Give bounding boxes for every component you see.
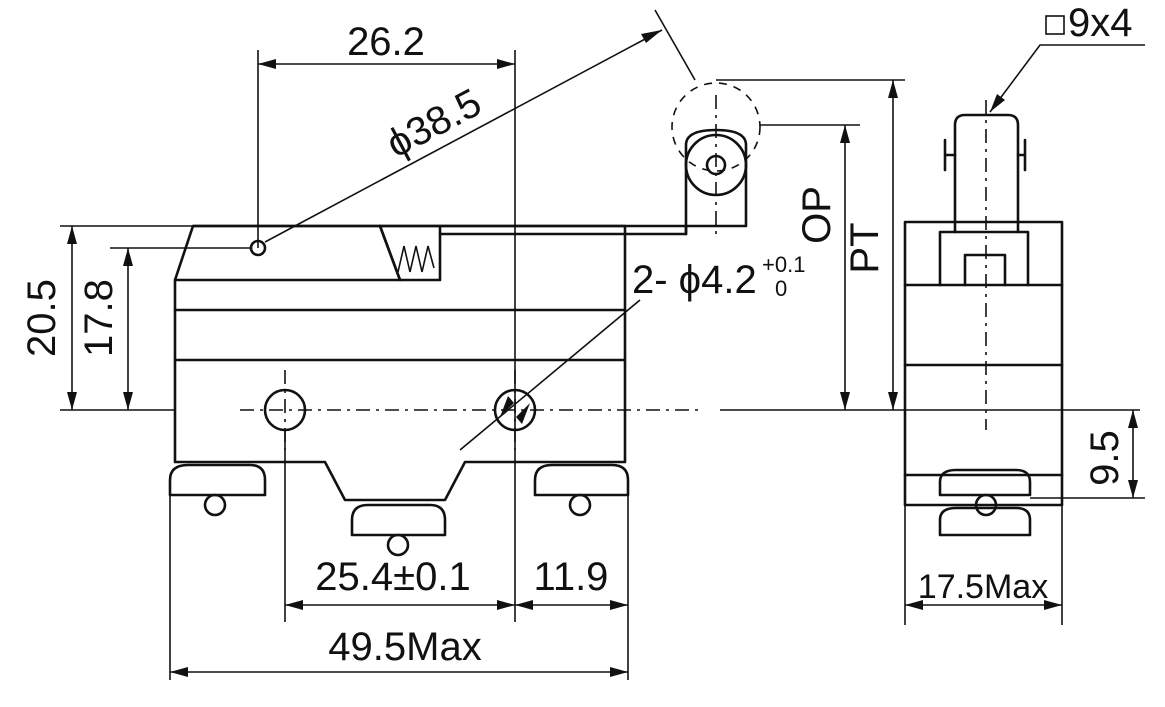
arrow (500, 396, 514, 417)
arrow (123, 392, 133, 410)
side-body-outline (903, 220, 1064, 507)
arrow (170, 667, 188, 677)
arrow (990, 94, 1005, 112)
terminal-right-rivet (568, 493, 592, 517)
side-terminal-bottom (938, 506, 1032, 537)
side-view (903, 100, 1064, 537)
arrow (123, 248, 133, 266)
dim-20-5-label: 20.5 (20, 279, 64, 357)
terminal-left (168, 463, 267, 497)
hole-tol-upper: +0.1 (762, 252, 805, 277)
dim-9-5-label: 9.5 (1083, 430, 1127, 486)
dim-17-8-label: 17.8 (77, 279, 121, 357)
arrow (515, 600, 533, 610)
hole-spec-label: 2- ϕ4.2 (632, 258, 757, 302)
side-roller-holder (953, 113, 1020, 234)
arrow (497, 59, 515, 69)
arrow (610, 600, 628, 610)
arrow (1128, 410, 1138, 428)
terminal-right (533, 463, 630, 497)
arrow (516, 403, 530, 424)
arrow (888, 80, 898, 98)
spring-icon (397, 245, 435, 273)
arrow (610, 667, 628, 677)
arrow (67, 392, 77, 410)
terminal-middle-rivet (386, 533, 410, 557)
dim-26-2-label: 26.2 (347, 20, 425, 64)
side-roller-clip (943, 138, 1027, 172)
arrow (285, 600, 303, 610)
front-dimensions: 26.2 ϕ38.5 20.5 17.8 2- ϕ4.2 +0.1 0 25.4… (20, 9, 805, 680)
dim-38-5-label: ϕ38.5 (379, 81, 488, 167)
side-terminal-rivet (974, 493, 998, 517)
roller-size-leader (989, 44, 1145, 113)
op-label: OP (795, 186, 839, 244)
arrow (641, 30, 662, 43)
arrow (67, 226, 77, 244)
dim-11-9-label: 11.9 (534, 555, 609, 599)
pt-label: PT (843, 222, 887, 273)
hole-tol-lower: 0 (775, 276, 787, 301)
terminal-middle (350, 503, 447, 537)
side-actuator (938, 230, 1030, 287)
side-plunger (963, 253, 1007, 287)
switch-body-outline (173, 224, 627, 502)
arrow (1044, 600, 1062, 610)
arrow (497, 600, 515, 610)
arrow (905, 600, 923, 610)
body-top-cap (173, 224, 627, 312)
roller-size-label: 9x4 (1068, 1, 1133, 45)
hole-leader-line (459, 299, 641, 451)
dim-ext-38-5 (654, 9, 696, 81)
square-symbol-icon (1045, 15, 1065, 35)
arrow (258, 59, 276, 69)
dim-49-5-label: 49.5Max (328, 625, 481, 669)
arrow (888, 392, 898, 410)
arrow (840, 392, 850, 410)
dim-line-38-5 (264, 29, 663, 243)
dim-17-5-label: 17.5Max (918, 568, 1048, 606)
terminal-left-rivet (203, 493, 227, 517)
dim-25-4-label: 25.4±0.1 (315, 555, 470, 599)
roller-travel-circle (671, 82, 761, 172)
arrow (840, 125, 850, 143)
actuator-notch (378, 224, 442, 282)
arrow (1128, 480, 1138, 498)
side-dimensions: OP PT 9x4 9.5 17.5Max (716, 1, 1145, 625)
side-terminal-top (938, 468, 1032, 497)
